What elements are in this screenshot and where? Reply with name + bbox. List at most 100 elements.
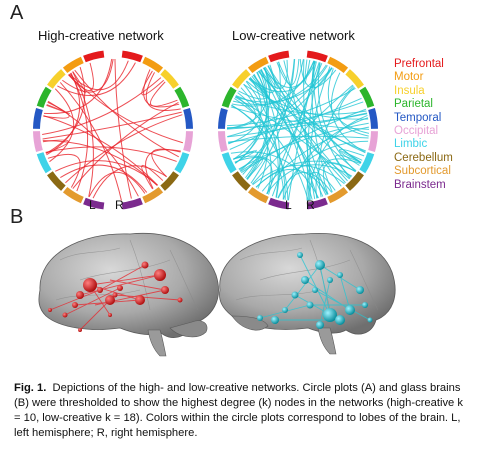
ring-segment-left-subcortical <box>62 186 84 204</box>
ring-segment-left-insula <box>47 69 66 89</box>
connection-edge <box>65 114 183 184</box>
connection-edge <box>277 140 369 199</box>
legend-item-temporal: Temporal <box>394 111 442 124</box>
ring-segment-left-parietal <box>221 86 237 108</box>
ring-segment-left-parietal <box>36 86 52 108</box>
connection-edge <box>249 77 346 184</box>
connection-edge <box>42 111 182 140</box>
ring-segment-left-cerebellum <box>47 171 66 191</box>
low-left-hemisphere-label: L <box>285 198 292 212</box>
connection-edge <box>246 61 281 180</box>
legend-item-cerebellum: Cerebellum <box>394 151 453 164</box>
connection-edge <box>114 59 132 199</box>
connection-edge <box>233 149 257 164</box>
connection-edge <box>227 135 369 143</box>
connection-edge <box>46 104 71 115</box>
connection-edge <box>143 69 180 108</box>
ring-segment-left-occipital <box>33 131 43 152</box>
connection-edge <box>234 96 350 180</box>
connection-edge <box>309 114 368 201</box>
connection-edge <box>92 165 167 199</box>
connection-edge <box>145 72 181 111</box>
low-creative-circle-plot <box>218 50 378 210</box>
connection-edge <box>235 67 333 103</box>
ring-segment-left-temporal <box>218 108 228 129</box>
low-creative-title: Low-creative network <box>232 28 355 43</box>
connection-edge <box>267 65 342 187</box>
connection-edge <box>141 70 165 96</box>
connection-edge <box>233 155 284 200</box>
connection-edge <box>306 171 336 201</box>
connection-edge <box>318 85 354 198</box>
connection-edge <box>141 164 164 190</box>
connection-edge <box>251 84 354 185</box>
connection-edge <box>231 105 289 201</box>
ring-segment-right-temporal <box>368 108 378 129</box>
connection-edge <box>226 101 364 130</box>
connection-edge <box>334 154 362 178</box>
connection-edge <box>229 67 333 150</box>
connection-edge <box>43 115 159 186</box>
connection-edge <box>248 64 276 94</box>
high-left-hemisphere-label: L <box>89 198 96 212</box>
connection-edge <box>151 148 181 178</box>
panel-a-letter: A <box>10 2 24 24</box>
connection-edge <box>327 68 370 134</box>
connection-edge <box>68 74 183 144</box>
low-right-hemisphere-label: R <box>306 198 315 212</box>
connection-edge <box>257 59 288 89</box>
ring-segment-right-limbic <box>359 152 375 174</box>
legend-item-limbic: Limbic <box>394 138 428 151</box>
ring-segment-right-brainstem <box>306 197 328 210</box>
ring-segment-left-limbic <box>36 152 52 174</box>
legend-item-prefrontal: Prefrontal <box>394 58 444 70</box>
connection-edge <box>256 72 281 198</box>
ring-segment-left-temporal <box>33 108 43 129</box>
connection-edge <box>88 171 146 198</box>
panel-b-letter: B <box>10 206 24 228</box>
ring-segment-right-insula <box>345 69 364 89</box>
ring-segment-left-occipital <box>218 131 228 152</box>
legend-item-subcortical: Subcortical <box>394 165 451 178</box>
connection-edge <box>311 60 333 193</box>
ring-segment-left-prefrontal <box>268 50 290 63</box>
ring-segment-right-motor <box>327 56 349 74</box>
ring-segment-right-cerebellum <box>345 171 364 191</box>
ring-segment-right-subcortical <box>327 186 349 204</box>
connection-edge <box>239 59 304 172</box>
ring-segment-left-motor <box>62 56 84 74</box>
connection-edge <box>277 61 362 164</box>
ring-segment-right-parietal <box>174 86 190 108</box>
ring-segment-left-brainstem <box>268 197 290 210</box>
legend-item-brainstem: Brainstem <box>394 178 446 191</box>
connection-edge <box>263 67 319 199</box>
connection-edge <box>45 66 86 154</box>
ring-segment-right-cerebellum <box>160 171 179 191</box>
legend-item-occipital: Occipital <box>394 125 439 138</box>
ring-segment-right-limbic <box>174 152 190 174</box>
connection-edge <box>317 62 356 172</box>
connection-edge <box>245 81 279 198</box>
low-creative-glass-brain <box>219 232 396 355</box>
ring-segment-right-parietal <box>359 86 375 108</box>
connection-edge <box>308 66 331 200</box>
ring-segment-right-prefrontal <box>306 50 328 63</box>
ring-segment-right-insula <box>160 69 179 89</box>
connection-edge <box>46 72 81 156</box>
high-creative-title: High-creative network <box>38 28 164 43</box>
high-creative-circle-plot <box>33 50 193 210</box>
connection-edge <box>69 60 129 91</box>
connection-edge <box>235 83 261 164</box>
ring-segment-right-occipital <box>183 131 193 152</box>
connection-edge <box>227 87 356 127</box>
connection-edge <box>60 164 148 193</box>
connection-edge <box>255 160 356 188</box>
connection-edge <box>228 77 262 145</box>
connection-edge <box>264 66 357 172</box>
glass-brains-figure <box>38 232 396 357</box>
figure-caption: Fig. 1. Depictions of the high- and low-… <box>14 381 470 441</box>
ring-segment-right-occipital <box>368 131 378 152</box>
caption-lead: Fig. 1. <box>14 382 47 394</box>
ring-segment-right-motor <box>142 56 164 74</box>
connection-edge <box>303 59 316 200</box>
